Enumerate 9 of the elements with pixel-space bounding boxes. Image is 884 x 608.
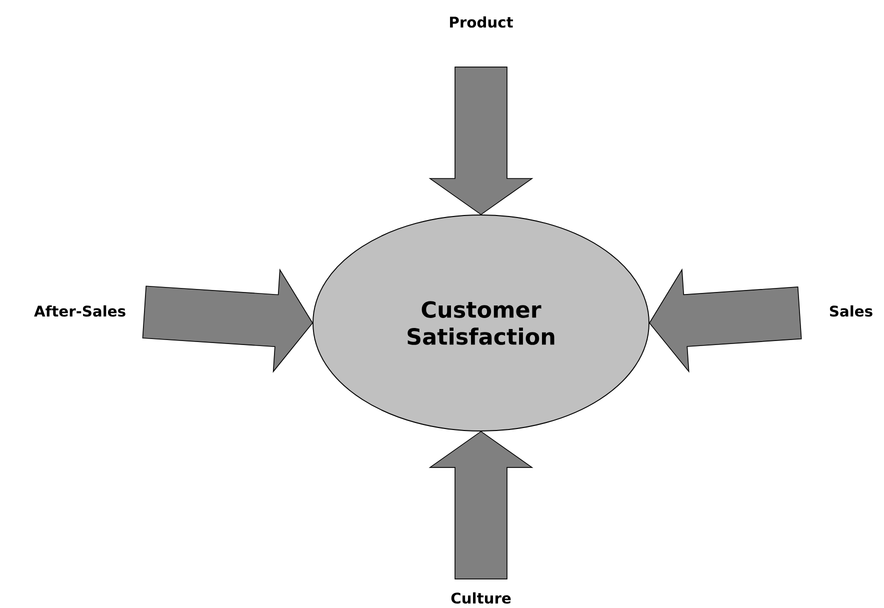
factor-label: Product: [450, 16, 513, 28]
ellipse-node: Customer Satisfaction: [312, 214, 650, 432]
block-arrow: [648, 268, 802, 373]
block-arrow: [428, 430, 534, 580]
block-arrow: [142, 268, 314, 373]
factor-label: Sales: [830, 305, 872, 317]
factor-label: After-Sales: [34, 305, 126, 317]
block-arrow: [428, 66, 534, 216]
factor-label: Culture: [451, 592, 511, 604]
